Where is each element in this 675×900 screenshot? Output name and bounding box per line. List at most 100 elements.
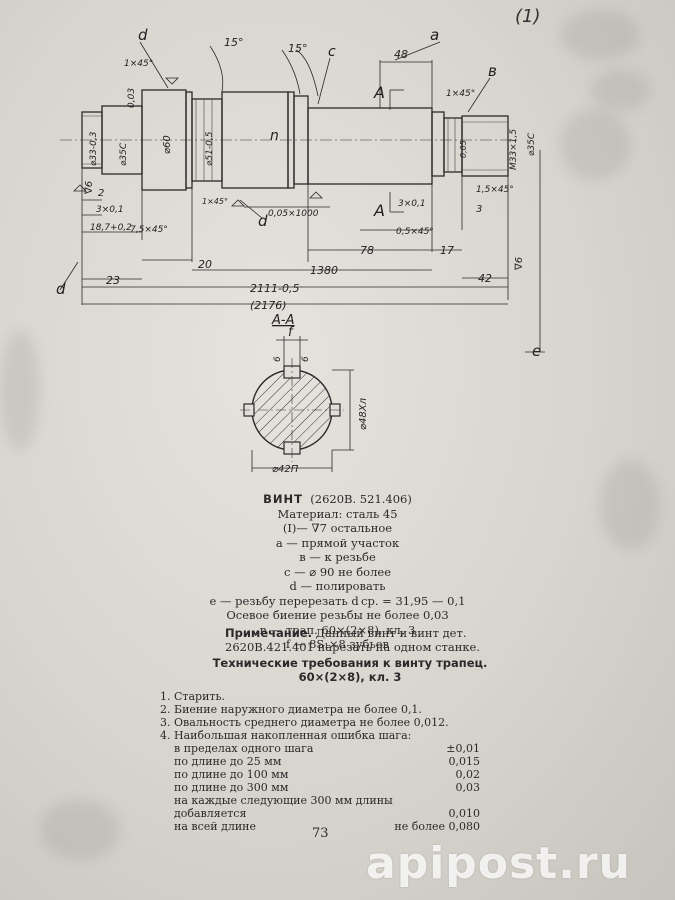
dim-3: 3 [476,204,482,215]
fingerprint-smudge [560,10,640,60]
fingerprint-smudge [40,800,120,860]
chamfer-bottom-mid: 0,5×45° [396,227,434,237]
caption-line: в — к резьбе [299,550,376,564]
caption-line: Осевое биение резьбы не более 0,03 [226,608,449,622]
letter-n: n [270,128,279,144]
req-row-label: в пределах одного шага [174,742,314,755]
section-mark-top: A [373,83,385,102]
dim-1380: 1380 [310,264,338,277]
page-number: 73 [312,826,329,841]
req-item: 1. Старить. [160,690,225,703]
dim-78: 78 [360,244,374,257]
diameter-35c-right: ⌀35C [527,132,537,156]
dim-6-right: 6 [301,356,311,362]
dim-48: 48 [394,48,408,61]
finish-mark-right: ∇6 [514,257,525,271]
dim-20: 20 [198,258,212,271]
chamfer-small-left: 1×45° [202,197,228,206]
dim-23: 23 [106,274,120,287]
dim-003: 0,03 [127,88,137,108]
caption-line: (I)— ∇7 остальное [282,521,393,535]
req-row-value: 0,02 [455,768,481,781]
diameter-60: ⌀60 [162,135,173,154]
tech-requirements-list: 1. Старить. 2. Биение наружного диаметра… [160,690,480,833]
req-row: по длине до 25 мм 0,015 [160,755,480,768]
note: Примечание. Данный винт и винт дет. 2620… [225,626,525,654]
letter-c: c [328,44,336,60]
letter-a: a [430,26,439,44]
caption-line: d — полировать [289,579,386,593]
req-row-label: добавляется [174,807,247,820]
req-row: в пределах одного шага ±0,01 [160,742,480,755]
req-row: на каждые следующие 300 мм длины [160,794,480,807]
req-row-label: по длине до 25 мм [174,755,282,768]
tech-requirements-title: Технические требования к винту трапец. 6… [200,656,500,684]
dim-17: 17 [440,244,454,257]
letter-d-left: d [56,280,66,298]
dim-005: 0,05 [459,140,468,158]
section-a-a [240,336,354,472]
extension-lines [81,60,541,350]
technical-drawing: d a в c d d e n f A A A-A 15° 15° 1×45° … [56,26,545,475]
req-row-label: на всей длине [174,820,257,833]
thread-m33: M33×1,5 [509,129,519,170]
req-row-value [410,794,480,807]
dim-3x01-left: 3×0,1 [96,205,124,215]
caption-line: f — 8S₁×8 зубьев [286,637,389,651]
req-row-value: не более 0,080 [394,820,480,833]
req-item: 3. Овальность среднего диаметра не более… [160,716,449,729]
note-text: Данный винт и винт дет. 2620В.421.401 на… [225,626,481,654]
caption-line: n — трап. 60×(2×8), кл. 3 [259,622,416,637]
angle-left: 15° [224,36,244,49]
watermark: apipost.ru [366,838,631,889]
caption-line: a — прямой участок [275,535,400,550]
diameter-42p: ⌀42П [272,464,299,475]
dim-005x1000: 0,05×1000 [268,209,319,219]
letter-d-top: d [138,26,148,44]
dim-2176: (2176) [250,299,287,312]
diameter-48: ⌀48Хл [358,397,369,430]
letter-d-mid: d [258,212,268,230]
letter-f: f [288,325,295,340]
leaders-and-marks [59,41,545,353]
req-row-value: 0,010 [448,807,481,820]
diameter-33: ⌀33-0,3 [89,131,99,166]
caption-line: e — резьбу перерезать d ср. = 31,95 — 0,… [209,593,466,608]
part-title: ВИНТ [263,492,303,506]
tech-title-line2: 60×(2×8), кл. 3 [298,670,402,684]
fingerprint-smudge [600,460,660,550]
dimension-lines [82,61,508,305]
dim-6-left: 6 [273,356,283,362]
dim-18-7: 18,7+0,2 [90,223,132,233]
letter-e: e [532,342,541,360]
caption-line: Материал: сталь 45 [277,506,398,521]
req-row: по длине до 300 мм 0,03 [160,781,480,794]
note-label: Примечание. [225,626,312,640]
req-row: добавляется 0,010 [160,807,480,820]
req-row-label: по длине до 300 мм [174,781,289,794]
screw-outline [81,89,509,191]
dim-42: 42 [478,272,492,285]
req-row-label: на каждые следующие 300 мм длины [174,794,393,807]
part-code: (2620В. 521.406) [310,492,412,506]
req-row-value: ±0,01 [446,742,480,755]
letter-b: в [488,62,497,80]
caption-line: c — ⌀ 90 не более [283,564,391,579]
chamfer-lower-left: 7,5×45° [130,225,168,235]
req-row: на всей длине не более 0,080 [160,820,480,833]
corner-number: (1) [515,6,541,27]
chamfer-top-left: 1×45° [124,59,153,69]
diameter-35c-left: ⌀35C [119,142,129,166]
section-mark-bottom: A [373,201,385,220]
section-title: A-A [271,313,294,328]
fingerprint-smudge [0,330,40,450]
dim-2111: 2111-0,5 [250,282,299,295]
finish-mark-left: ∇6 [84,181,95,195]
fingerprint-smudge [560,110,630,180]
req-row-value: 0,03 [455,781,481,794]
chamfer-right-top: 1×45° [446,89,475,99]
angle-right: 15° [288,42,308,55]
req-row-value: 0,015 [448,755,481,768]
